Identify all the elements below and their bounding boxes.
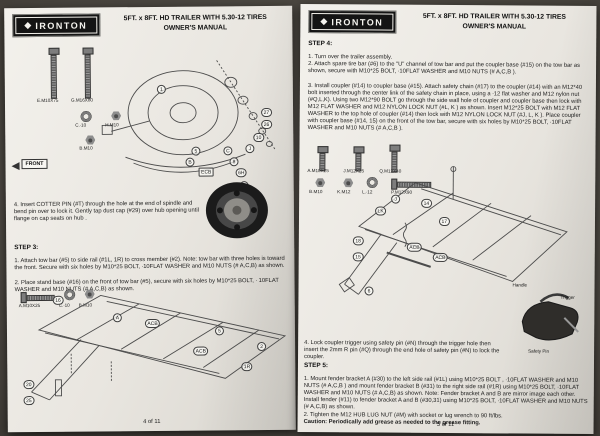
- callout: C: [223, 146, 233, 156]
- front-label-text: FRONT: [25, 160, 44, 168]
- hardware-label: C.∙10: [75, 122, 87, 128]
- callout: 15: [352, 252, 364, 262]
- callout: 18: [352, 236, 364, 246]
- callout: 26: [261, 119, 272, 130]
- step4-item4-text: 4. Lock coupler trigger using safety pin…: [304, 339, 500, 360]
- callout: 10: [253, 133, 264, 143]
- front-label: FRONT: [21, 158, 48, 170]
- handle-label: Handle: [512, 282, 528, 288]
- step4-heading: STEP 4:: [308, 40, 333, 48]
- manual-page-right: IRONTON 5FT. x 8FT. HD TRAILER WITH 5.30…: [297, 3, 597, 435]
- manual-title: 5FT. x 8FT. HD TRAILER WITH 5.30-12 TIRE…: [402, 12, 586, 33]
- front-arrow-icon: [11, 162, 20, 171]
- trailer-frame-diagram: [11, 286, 292, 412]
- callout: ACB: [193, 346, 209, 356]
- title-line1: 5FT. x 8FT. HD TRAILER WITH 5.30-12 TIRE…: [123, 13, 267, 23]
- logo-text: IRONTON: [331, 16, 384, 28]
- step4-item3-text: 3. Install coupler (#14) to coupler base…: [307, 82, 583, 132]
- coupler-detail-photo: [514, 289, 584, 347]
- callout: 8: [229, 157, 239, 167]
- callout: 1: [156, 84, 166, 94]
- hardware-label: G.M16X80: [70, 97, 93, 103]
- nut-icon: [85, 135, 95, 144]
- page-number: 5 of 11: [436, 421, 455, 429]
- ironton-logo: IRONTON: [12, 13, 101, 38]
- callout: 5: [191, 146, 201, 156]
- trigger-label: Trigger: [560, 294, 575, 300]
- wheel-assembly-diagram: [96, 32, 291, 202]
- callout: J: [391, 194, 401, 204]
- callout: 27: [261, 107, 272, 118]
- bolt-icon: [47, 47, 61, 99]
- manual-page-left: IRONTON 5FT. x 8FT. HD TRAILER WITH 5.30…: [4, 5, 296, 433]
- callout: J: [245, 144, 255, 154]
- bolt-icon: [81, 47, 95, 99]
- callout: 5: [214, 326, 225, 336]
- manual-title: 5FT. x 8FT. HD TRAILER WITH 5.30-12 TIRE…: [106, 13, 284, 34]
- title-line2: OWNER'S MANUAL: [462, 22, 527, 31]
- callout: ACB: [144, 318, 161, 329]
- callout: LK: [375, 206, 387, 216]
- callout: 16: [52, 295, 64, 305]
- logo-diamond-icon: [24, 22, 32, 30]
- callout: 2: [257, 341, 267, 352]
- callout: ACB: [432, 252, 449, 263]
- callout: 17: [438, 216, 450, 227]
- callout: B: [185, 157, 195, 167]
- step3-heading: STEP 3:: [14, 243, 39, 252]
- step5-heading: STEP 5:: [303, 362, 329, 370]
- ironton-logo: IRONTON: [308, 10, 397, 34]
- safety-pin-label: Safety Pin: [528, 348, 550, 354]
- step4-insert-cotter-pin-text: 4. Insert COTTER PIN (#T) through the ho…: [13, 200, 199, 222]
- hardware-label: H.M10: [105, 122, 119, 128]
- callout: 25: [23, 396, 35, 406]
- logo-diamond-icon: [320, 18, 328, 26]
- step5-item1-text: 1. Mount fender bracket A (#30) to the l…: [303, 375, 588, 410]
- step3-item1-text: 1. Attach tow bar (#5) to side rail (#1L…: [14, 255, 285, 271]
- callout: ACB: [406, 242, 423, 252]
- hardware-label: E.M10X75: [36, 97, 59, 103]
- washer-icon: [81, 111, 92, 122]
- hardware-label: B.M10: [79, 145, 93, 151]
- callout: A: [112, 313, 122, 323]
- callout: 20: [23, 380, 35, 390]
- step4-item2-text: 2. Attach spare tire bar (#6) to the "U"…: [308, 60, 581, 76]
- hardware-label: B.M10: [309, 189, 323, 195]
- title-line1: 5FT. x 8FT. HD TRAILER WITH 5.30-12 TIRE…: [422, 12, 566, 21]
- nut-icon: [315, 178, 325, 187]
- callout: 14: [421, 198, 432, 208]
- logo-text: IRONTON: [35, 20, 88, 31]
- hub-photo: [205, 182, 268, 239]
- hardware-label: A.M10X25: [307, 168, 329, 174]
- page-number: 4 of 11: [143, 418, 161, 426]
- callout: ECB: [198, 167, 214, 177]
- callout: 6: [364, 286, 374, 296]
